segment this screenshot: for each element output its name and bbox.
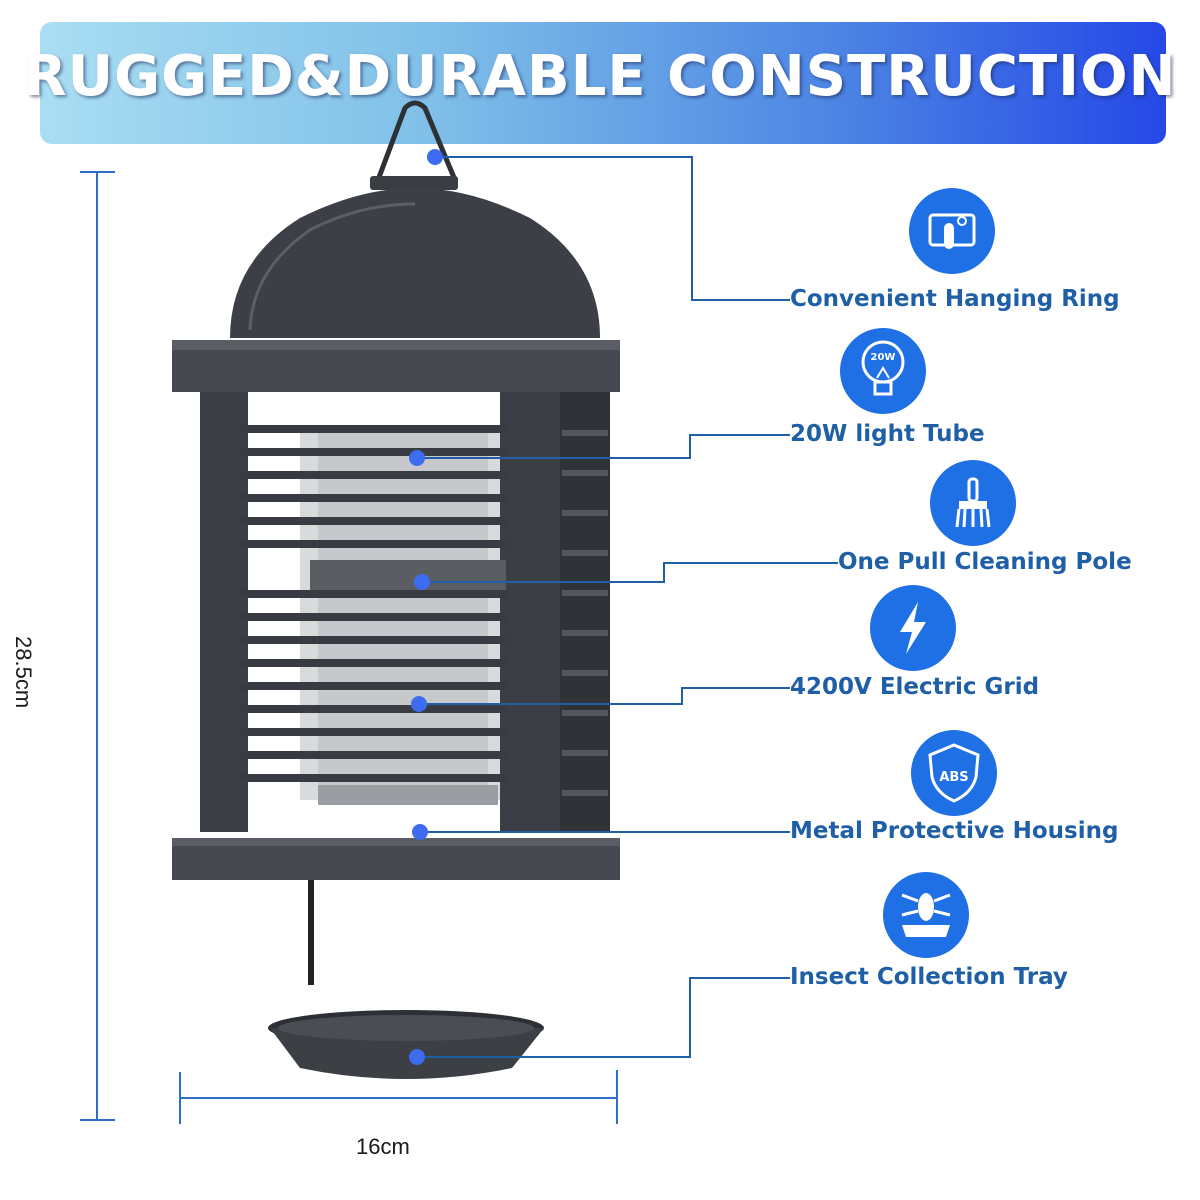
lightning-icon: [900, 602, 926, 654]
marker-dots: [409, 149, 443, 1065]
feature-label-collection-tray: Insect Collection Tray: [790, 964, 1068, 990]
leader-lines: [417, 156, 838, 1058]
feature-label-cleaning-pole: One Pull Cleaning Pole: [838, 549, 1132, 575]
feature-label-light-tube: 20W light Tube: [790, 421, 985, 447]
height-dimension-line: [80, 171, 115, 1121]
height-dimension-label: 28.5cm: [11, 636, 36, 709]
header-banner: [40, 22, 1166, 144]
svg-text:20W: 20W: [871, 352, 896, 363]
insect-tray-icon: [901, 893, 951, 937]
feature-label-protective-housing: Metal Protective Housing: [790, 818, 1119, 844]
bug-zapper-device: [172, 100, 620, 1079]
feature-icon-hanging-ring: [909, 188, 995, 274]
lightbulb-icon: 20W: [861, 340, 905, 396]
feature-label-hanging-ring: Convenient Hanging Ring: [790, 286, 1120, 312]
shield-icon: ABS: [928, 743, 980, 803]
svg-text:ABS: ABS: [939, 770, 968, 785]
feature-icon-electric-grid: [870, 585, 956, 671]
hand-hanging-icon: [928, 213, 976, 249]
brush-icon: [955, 477, 991, 528]
feature-label-electric-grid: 4200V Electric Grid: [790, 674, 1040, 700]
width-dimension-line: [179, 1070, 618, 1124]
feature-icon-collection-tray: [883, 872, 969, 958]
page-title: RUGGED&DURABLE CONSTRUCTION: [23, 44, 1177, 109]
width-dimension-label: 16cm: [356, 1134, 410, 1159]
feature-icon-protective-housing: ABS: [911, 730, 997, 816]
feature-icon-cleaning-pole: [930, 460, 1016, 546]
feature-icon-light-tube: 20W: [840, 328, 926, 414]
